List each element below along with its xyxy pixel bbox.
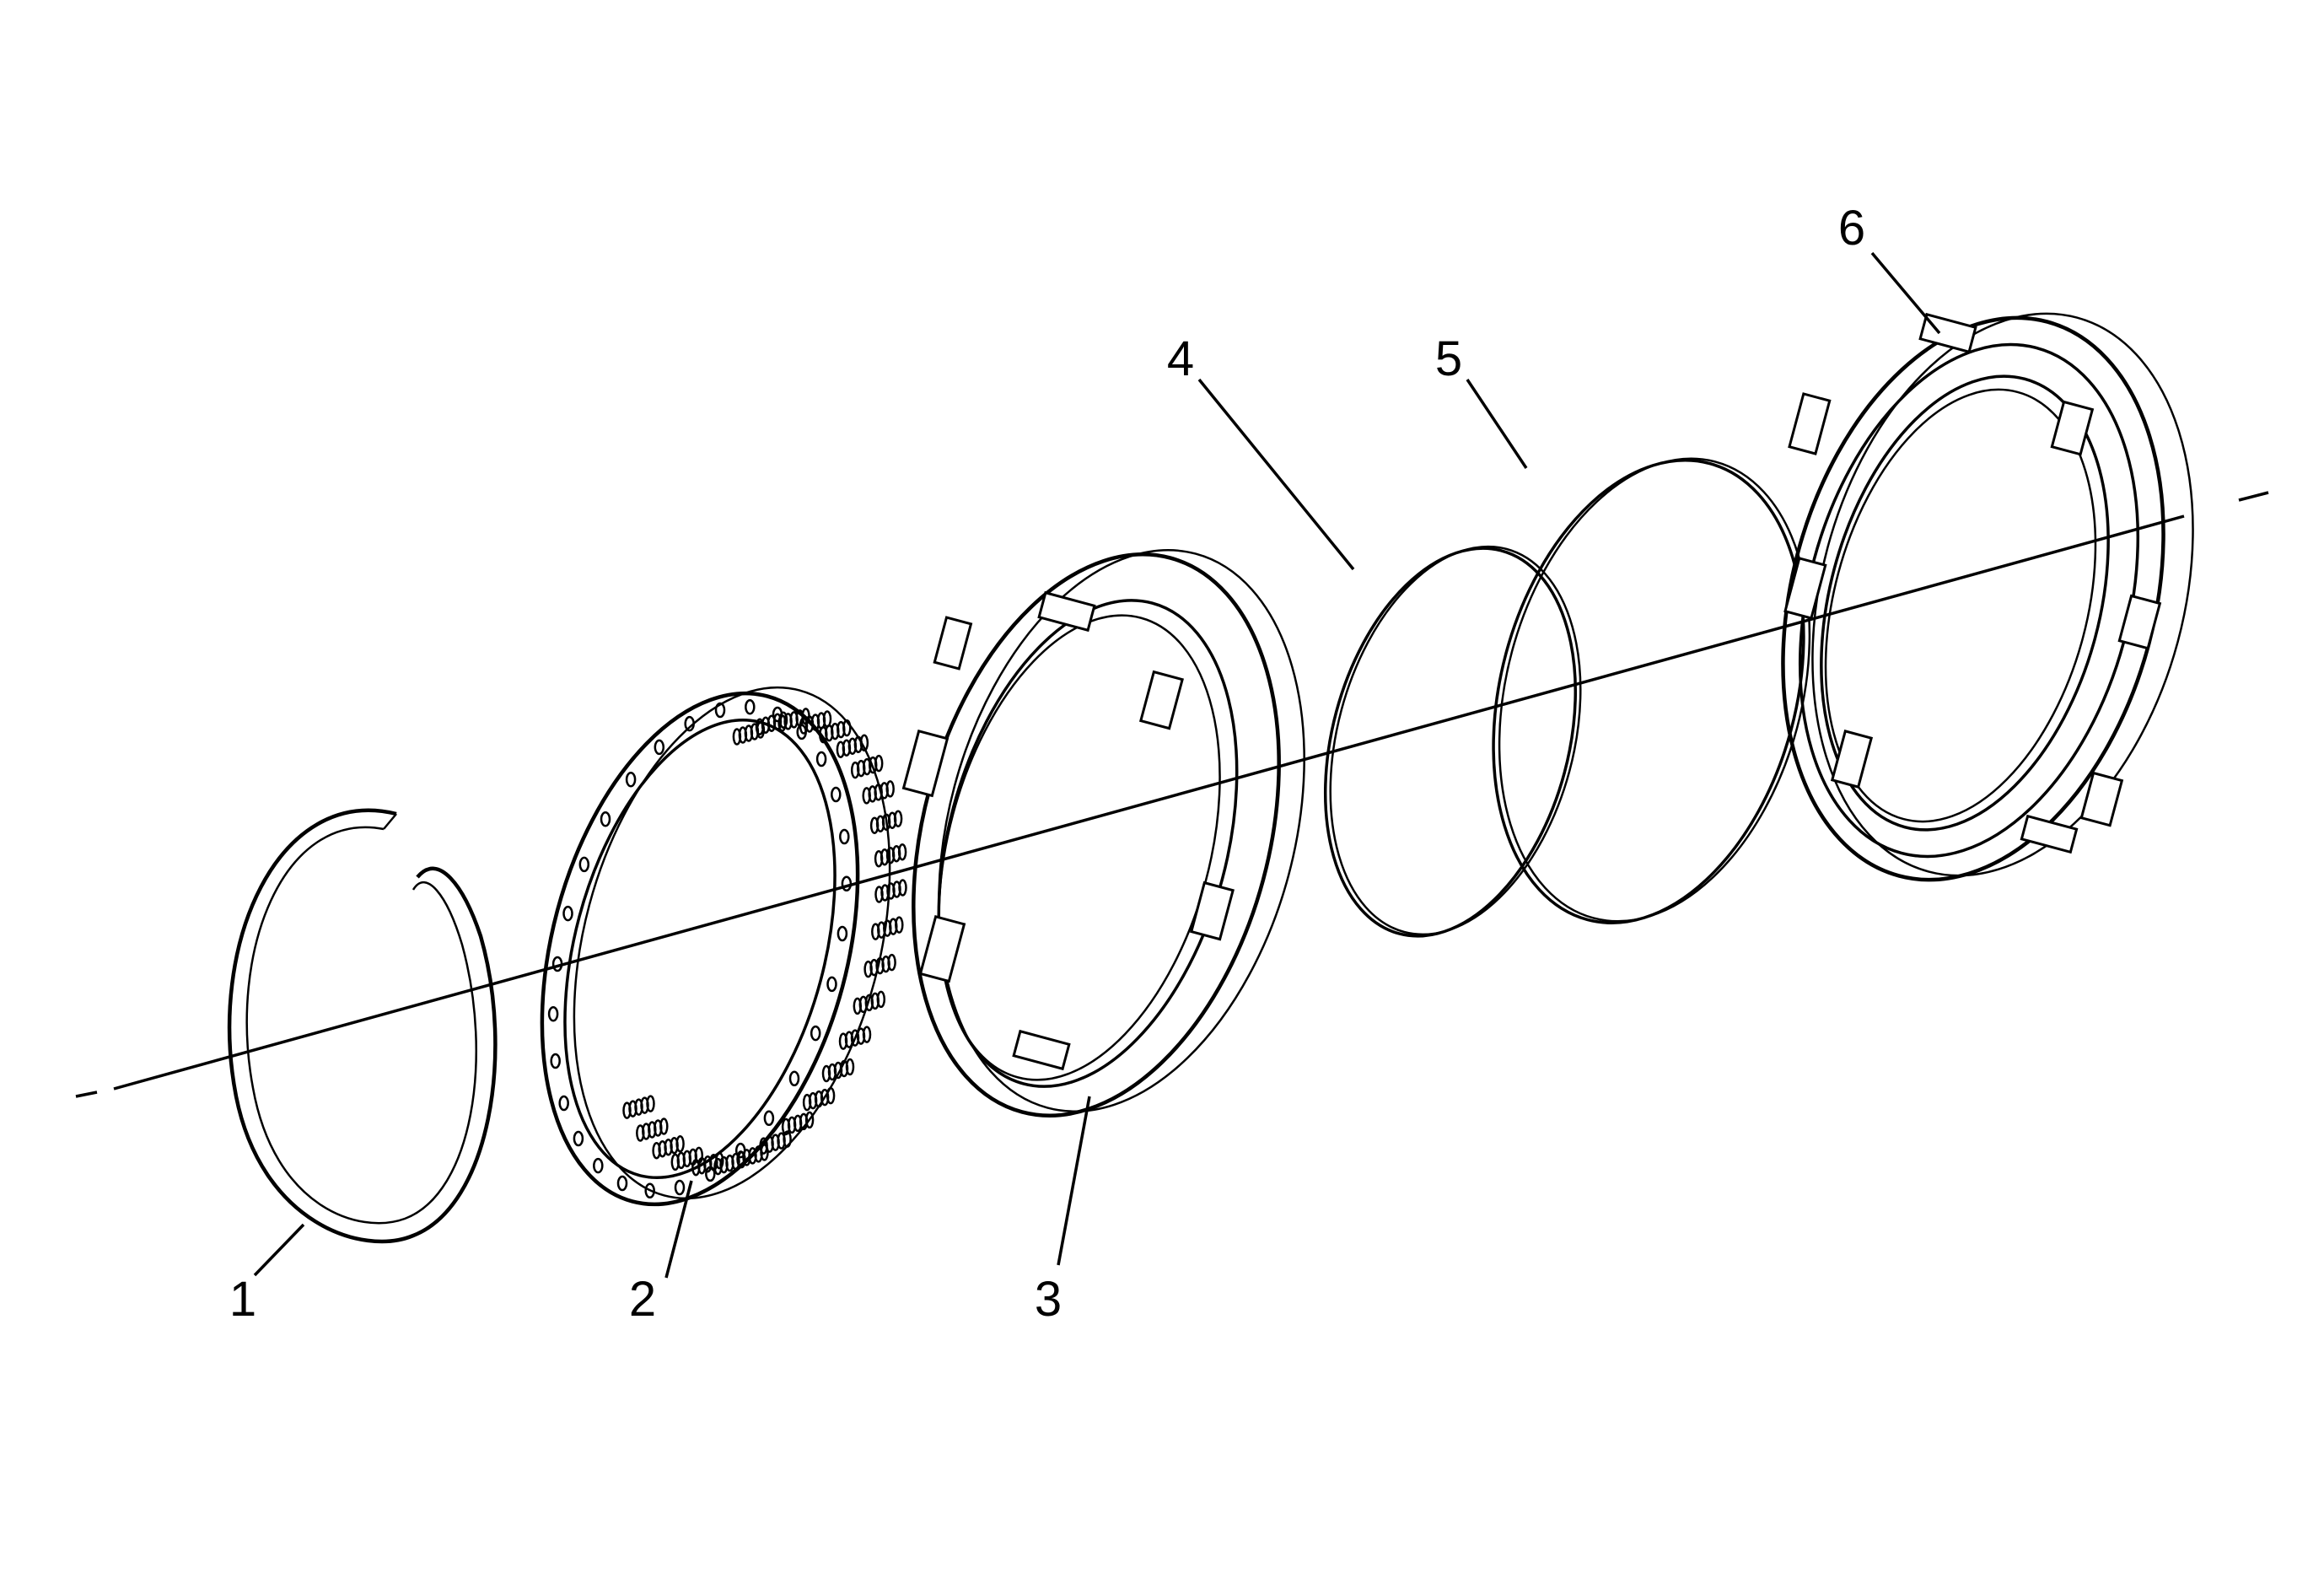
retainer-hole [573,1130,584,1147]
return-spring [836,734,869,759]
return-spring [853,990,886,1015]
retainer-hole [837,925,848,942]
retainer-hole [734,1142,746,1159]
part-4-seal-ring [1323,545,1582,938]
retainer-hole [558,1095,569,1112]
return-spring [636,1118,669,1142]
retainer-hole [788,1070,800,1087]
return-springs [622,708,907,1177]
return-spring [781,1111,815,1136]
retainer-hole [763,1110,775,1127]
retainer-hole [839,828,850,845]
retainer-hole [551,956,563,972]
retainer-hole [625,771,637,788]
callout-5: 5 [1435,331,1462,386]
retainer-hole [796,724,807,741]
return-spring [850,754,884,779]
retainer-hole [600,811,611,827]
return-spring [622,1095,655,1119]
retainer-hole [810,1025,821,1042]
retainer-hole [841,875,853,892]
return-spring [821,1058,855,1083]
return-spring [802,1086,836,1112]
return-spring [862,780,895,805]
return-spring [871,916,904,940]
center-axis [75,491,2269,1098]
return-spring [819,719,852,744]
retainer-hole [815,751,827,767]
retainer-hole [674,1179,686,1196]
return-spring [874,879,907,903]
return-spring [869,810,903,835]
retainer-hole [550,1053,561,1069]
part-3-lugged-plate [901,549,1305,1118]
retainer-hole [562,905,573,922]
part-5-seal-ring [1492,457,1811,924]
part-2-spring-retainer [540,686,907,1207]
retainer-hole [644,1182,655,1199]
retainer-hole [654,739,665,756]
retainer-hole [684,715,695,732]
retainer-hole [772,706,783,723]
retainer-hole [826,976,837,993]
retainer-holes [547,698,853,1199]
callout-1: 1 [229,1272,256,1327]
return-spring [670,1146,704,1171]
part-1-snap-ring [227,808,498,1244]
return-spring [838,1026,872,1050]
callout-6: 6 [1838,201,1865,256]
retainer-hole [578,856,590,873]
leader-lines [253,251,1941,1279]
return-spring [874,843,907,868]
retainer-hole [831,786,842,803]
callout-3: 3 [1035,1272,1062,1327]
retainer-hole [705,1166,716,1182]
return-spring [652,1134,685,1160]
retainer-hole [714,702,726,719]
return-spring [713,1150,746,1176]
callout-4: 4 [1167,331,1194,386]
retainer-hole [616,1175,628,1192]
part-6-piston [1781,312,2194,882]
retainer-hole [593,1157,604,1174]
callout-2: 2 [629,1272,656,1327]
retainer-hole [745,698,756,715]
retainer-hole [547,1005,559,1022]
return-spring [863,953,896,978]
